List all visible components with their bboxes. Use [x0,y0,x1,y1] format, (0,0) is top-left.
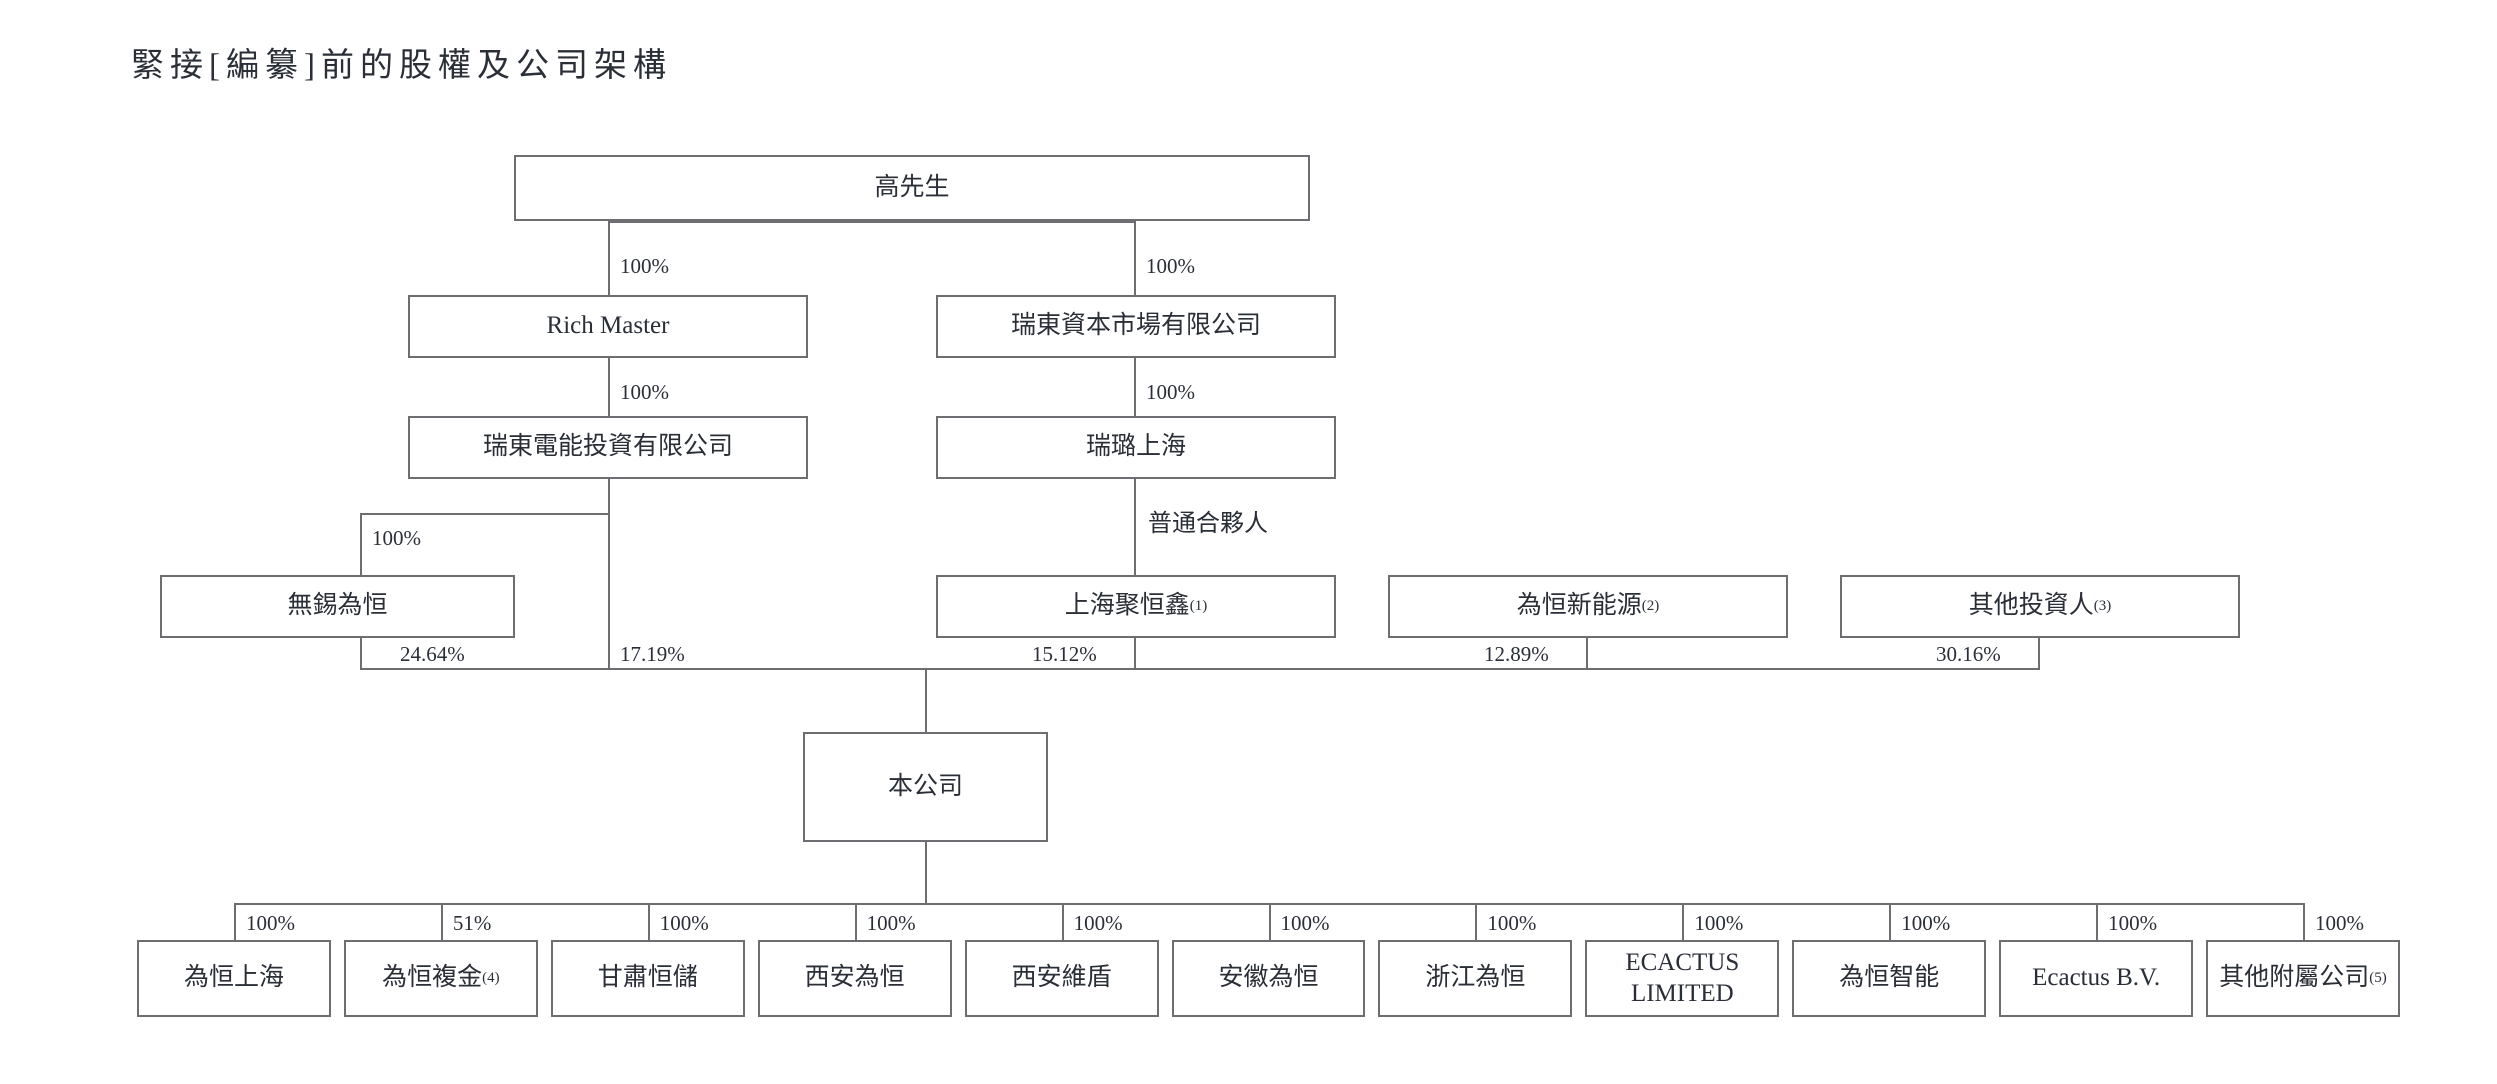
pct-company-to-subsidiary: 100% [2315,911,2365,935]
connector-subsidiary-bus [233,903,2304,905]
node-subsidiary-note: (5) [2369,970,2387,986]
connector-company-to-subsidiary [1889,903,1892,940]
node-weiheng-newenergy-note: (2) [1641,598,1660,614]
connector-company-bus [360,668,2040,670]
connector-company-to-subsidiary [440,903,443,940]
node-subsidiary-label: 安徽為恒 [1218,964,1319,992]
connector-ruilu-to-juhengxin [1134,479,1136,575]
node-ruidong-power-label: 瑞東電能投資有限公司 [482,433,733,461]
node-subsidiary: ECACTUS LIMITED [1585,940,1780,1017]
connector-ruidongpower-to-company-bus [608,479,610,668]
connector-company-to-subsidiary [233,903,236,940]
node-ruidong-capital-label: 瑞東資本市場有限公司 [1010,312,1261,340]
node-subsidiary: 為恒上海 [137,940,331,1017]
node-owner-label: 高先生 [874,173,950,201]
connector-owner-to-richmaster [608,221,610,295]
connector-company-to-subsidiary [1475,903,1478,940]
connector-company-to-subsidiary [1061,903,1064,940]
node-shanghai-juhengxin: 上海聚恒鑫(1) [936,575,1336,638]
pct-company-to-subsidiary: 100% [866,911,916,935]
pct-company-to-subsidiary: 100% [1280,911,1330,935]
node-shanghai-juhengxin-note: (1) [1189,598,1208,614]
node-subsidiary-label: 為恒上海 [183,964,284,992]
node-ruidong-power: 瑞東電能投資有限公司 [408,416,808,479]
node-weiheng-newenergy: 為恒新能源(2) [1388,575,1788,638]
pct-company-to-subsidiary: 100% [1487,911,1537,935]
node-subsidiary-label: 為恒智能 [1839,964,1940,992]
node-shanghai-juhengxin-label: 上海聚恒鑫 [1064,592,1190,620]
pct-juhengxin-to-company: 15.12% [1032,642,1097,666]
pct-owner-to-richmaster: 100% [620,254,669,278]
node-ruidong-capital: 瑞東資本市場有限公司 [936,295,1336,358]
node-subsidiary-note: (4) [482,970,500,986]
node-other-investors-note: (3) [2093,598,2112,614]
node-subsidiary: 浙江為恒 [1378,940,1573,1017]
node-subsidiary-label: ECACTUS LIMITED [1625,949,1740,1007]
node-other-investors-label: 其他投資人 [1968,592,2094,620]
node-subsidiary-label: 為恒複金 [382,964,483,992]
node-subsidiary: 西安維盾 [964,940,1159,1017]
connector-company-to-subsidiary [1682,903,1685,940]
node-company-label: 本公司 [887,772,963,800]
node-wuxi-weiheng: 無錫為恒 [160,575,515,638]
connector-wuxi-to-company [360,638,362,668]
node-subsidiary: Ecactus B.V. [1999,940,2194,1017]
node-ruilu-shanghai: 瑞璐上海 [936,416,1336,479]
pct-company-to-subsidiary: 100% [1901,911,1951,935]
pct-company-to-subsidiary: 100% [1073,911,1123,935]
node-subsidiary: 安徽為恒 [1171,940,1366,1017]
node-weiheng-newenergy-label: 為恒新能源 [1516,592,1642,620]
node-subsidiary-label: 浙江為恒 [1425,964,1526,992]
node-subsidiary: 為恒複金(4) [343,940,538,1017]
connector-otherinvestors-to-company [2038,638,2040,668]
page-title: 緊接[編纂]前的股權及公司架構 [131,48,672,84]
pct-wuxi-to-company: 24.64% [400,642,465,666]
node-company: 本公司 [803,732,1048,842]
pct-company-to-subsidiary: 100% [245,911,295,935]
node-subsidiary: 其他附屬公司(5) [2206,940,2400,1017]
connector-company-to-subsidiary [2096,903,2099,940]
node-owner: 高先生 [514,155,1310,221]
connector-newenergy-to-company [1586,638,1588,668]
pct-company-to-subsidiary: 100% [2108,911,2158,935]
connector-ruidongpower-to-wuxi-horizontal [360,513,610,515]
connector-company-to-subsidiary [1268,903,1271,940]
connector-ruidongpower-to-wuxi-vertical [360,513,362,575]
node-subsidiary: 甘肅恒儲 [550,940,745,1017]
pct-owner-to-ruidongcapital: 100% [1146,254,1195,278]
connector-ruidongcapital-to-ruilu [1134,358,1136,416]
node-subsidiary-label: 西安為恒 [804,964,905,992]
node-subsidiary-label: Ecactus B.V. [2032,964,2161,992]
node-rich-master-label: Rich Master [546,312,670,340]
node-subsidiary: 為恒智能 [1792,940,1987,1017]
connector-richmaster-to-ruidongpower [608,358,610,416]
node-rich-master: Rich Master [408,295,808,358]
node-subsidiary: 西安為恒 [757,940,952,1017]
pct-newenergy-to-company: 12.89% [1484,642,1549,666]
pct-company-to-subsidiary: 51% [452,911,492,935]
pct-ruidongpower-to-company: 17.19% [620,642,685,666]
node-other-investors: 其他投資人(3) [1840,575,2240,638]
node-wuxi-weiheng-label: 無錫為恒 [287,592,388,620]
node-ruilu-shanghai-label: 瑞璐上海 [1085,433,1186,461]
connector-juhengxin-to-company [1134,638,1136,668]
node-subsidiary-label: 西安維盾 [1011,964,1112,992]
pct-company-to-subsidiary: 100% [659,911,709,935]
connector-company-to-subsidiary-bus [925,842,927,903]
connector-company-to-subsidiary [647,903,650,940]
connector-company-to-subsidiary [854,903,857,940]
pct-ruidongpower-to-wuxi: 100% [372,526,421,550]
pct-ruidongcapital-to-ruilu: 100% [1146,380,1195,404]
connector-company-to-subsidiary [2303,903,2306,940]
pct-company-to-subsidiary: 100% [1694,911,1744,935]
general-partner-label: 普通合夥人 [1148,511,1268,537]
node-subsidiary-label: 甘肅恒儲 [597,964,698,992]
node-subsidiary-label: 其他附屬公司 [2219,964,2370,992]
pct-otherinvestors-to-company: 30.16% [1936,642,2001,666]
connector-owner-bus [608,221,1135,223]
pct-richmaster-to-ruidongpower: 100% [620,380,669,404]
connector-bus-to-company [925,668,927,732]
connector-owner-to-ruidongcapital [1134,221,1136,295]
